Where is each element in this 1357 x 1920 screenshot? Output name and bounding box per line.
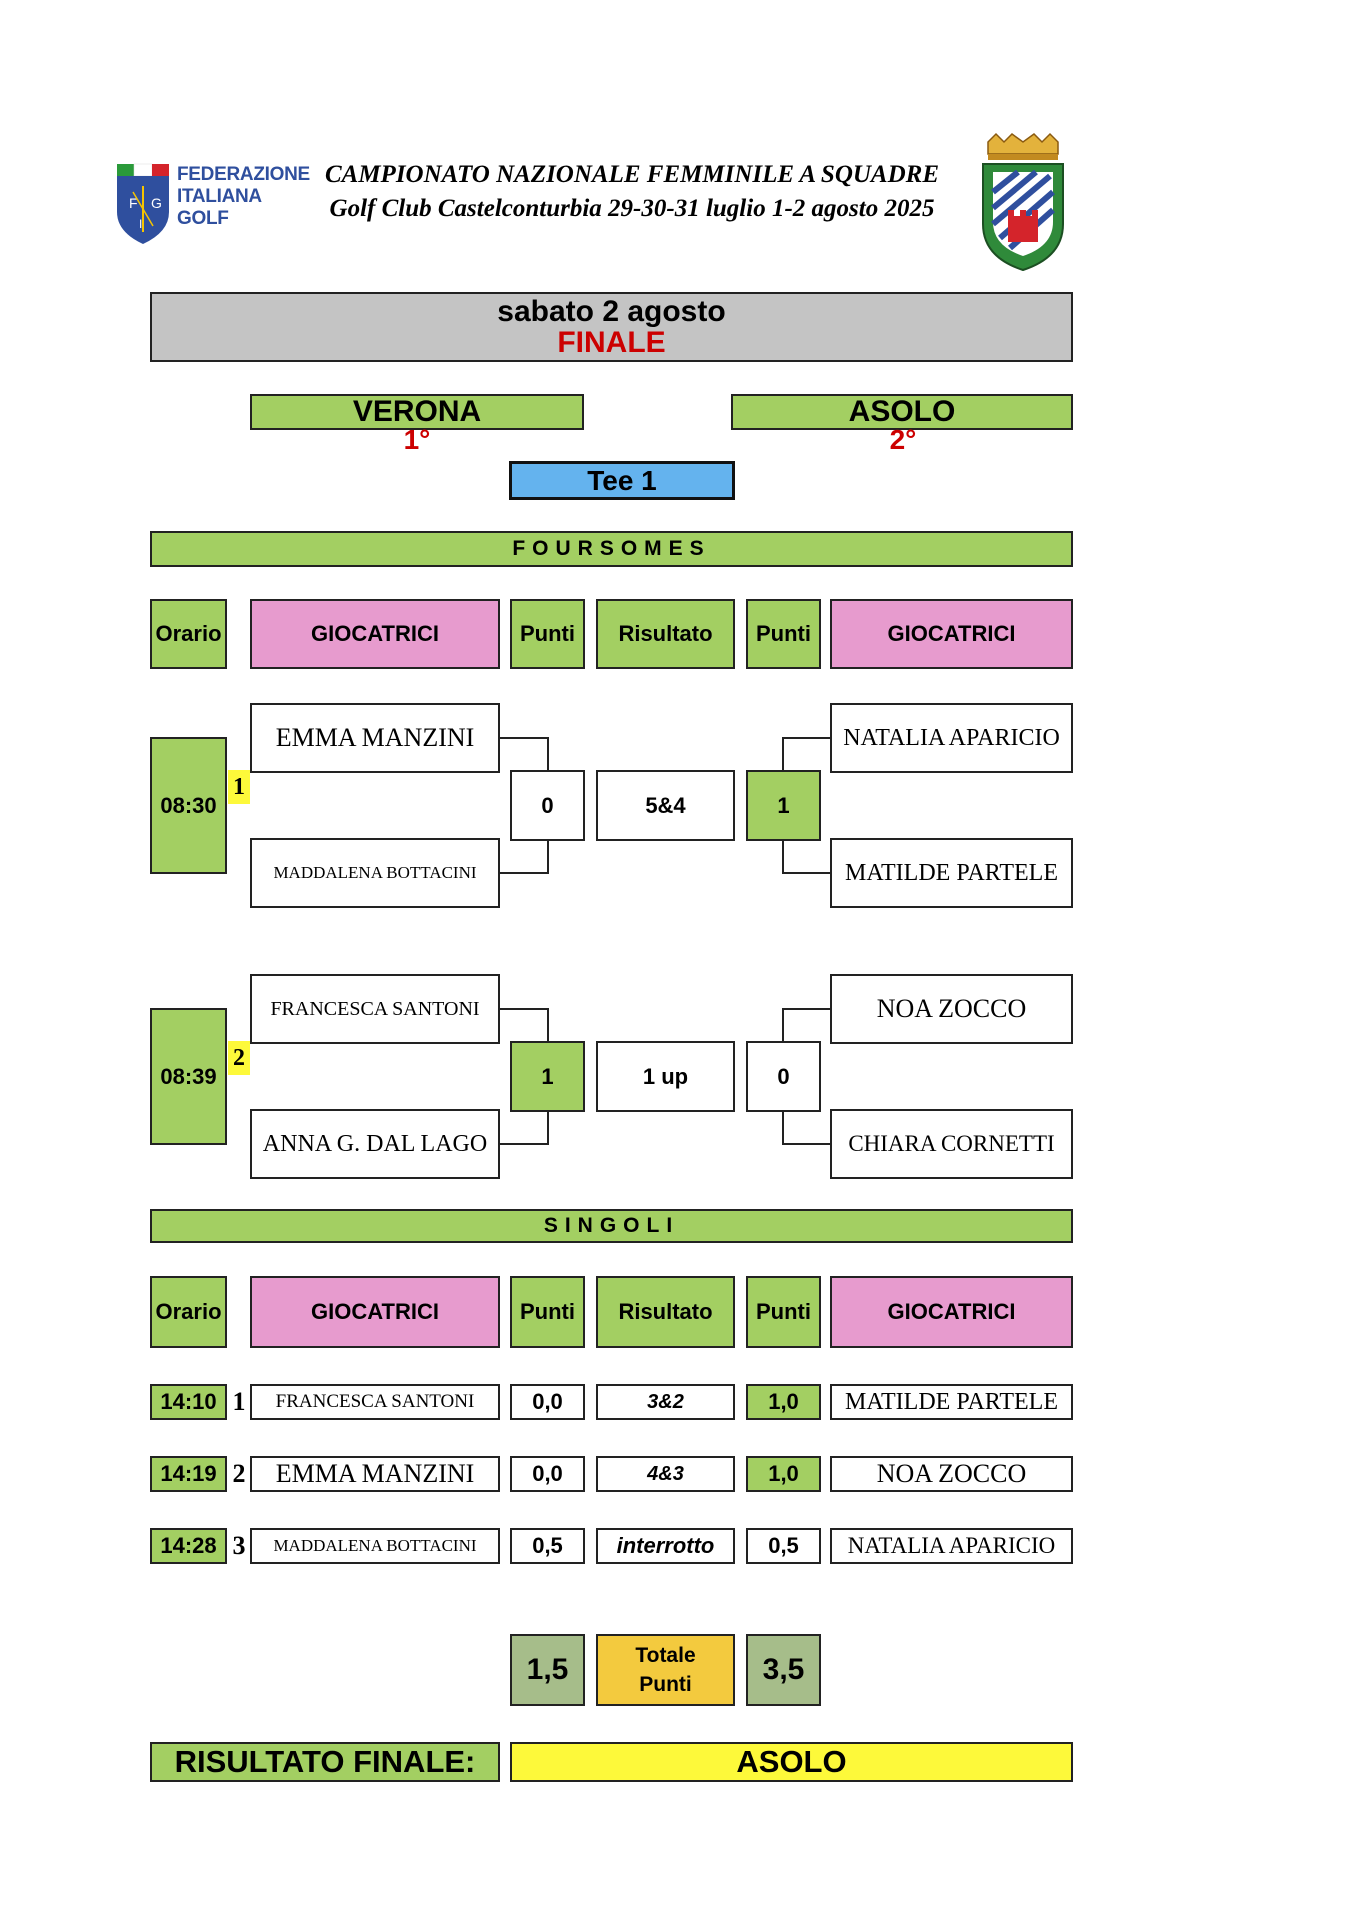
header-players-right: GIOCATRICI bbox=[830, 1276, 1073, 1348]
left-points: 0 bbox=[510, 770, 585, 841]
title-line-2: Golf Club Castelconturbia 29-30-31 lugli… bbox=[329, 195, 935, 222]
connector-left-top bbox=[500, 1008, 549, 1041]
fig-logo-line-1: FEDERAZIONE bbox=[177, 164, 310, 185]
team-left-name: VERONA bbox=[250, 394, 584, 430]
championship-title: CAMPIONATO NAZIONALE FEMMINILE A SQUADRE… bbox=[282, 158, 982, 226]
header-players-right: GIOCATRICI bbox=[830, 599, 1073, 669]
shield-letter-g: G bbox=[151, 195, 162, 211]
left-points: 0,5 bbox=[510, 1528, 585, 1564]
right-player: NATALIA APARICIO bbox=[830, 1528, 1073, 1564]
singles-section-title: SINGOLI bbox=[150, 1209, 1073, 1243]
header-result: Risultato bbox=[596, 599, 735, 669]
header-players-left: GIOCATRICI bbox=[250, 1276, 500, 1348]
fig-logo-line-2: ITALIANA bbox=[177, 186, 262, 207]
match-result: 4&3 bbox=[596, 1456, 735, 1492]
team-right-rank: 2° bbox=[889, 424, 917, 455]
right-points: 0,5 bbox=[746, 1528, 821, 1564]
connector-left-top bbox=[500, 737, 549, 770]
right-player: MATILDE PARTELE bbox=[830, 1384, 1073, 1420]
fig-logo-line-3: GOLF bbox=[177, 208, 229, 229]
left-player-1: EMMA MANZINI bbox=[250, 703, 500, 773]
header-players-left: GIOCATRICI bbox=[250, 599, 500, 669]
match-number: 2 bbox=[232, 1459, 246, 1488]
right-points: 1,0 bbox=[746, 1384, 821, 1420]
header-points-left: Punti bbox=[510, 599, 585, 669]
match-time: 08:39 bbox=[150, 1008, 227, 1145]
left-player: EMMA MANZINI bbox=[250, 1456, 500, 1492]
left-player-2: MADDALENA BOTTACINI bbox=[250, 838, 500, 908]
header-result: Risultato bbox=[596, 1276, 735, 1348]
header-time: Orario bbox=[150, 1276, 227, 1348]
right-player: NOA ZOCCO bbox=[830, 1456, 1073, 1492]
club-crest-icon bbox=[982, 132, 1064, 272]
right-points: 1,0 bbox=[746, 1456, 821, 1492]
final-result-label: RISULTATO FINALE: bbox=[150, 1742, 500, 1782]
connector-right-top bbox=[782, 1008, 830, 1041]
match-number: 2 bbox=[228, 1041, 250, 1075]
shield-letter-f: F bbox=[129, 195, 138, 211]
right-player-2: CHIARA CORNETTI bbox=[830, 1109, 1073, 1179]
connector-left-bottom bbox=[500, 841, 549, 874]
right-player-1: NATALIA APARICIO bbox=[830, 703, 1073, 773]
connector-right-bottom bbox=[782, 841, 830, 874]
foursomes-section-title: FOURSOMES bbox=[150, 531, 1073, 567]
fig-shield-icon: F G I bbox=[117, 163, 169, 244]
match-time: 14:19 bbox=[150, 1456, 227, 1492]
connector-right-top bbox=[782, 737, 830, 770]
stage-label: FINALE bbox=[557, 326, 666, 359]
header-points-left: Punti bbox=[510, 1276, 585, 1348]
connector-right-bottom bbox=[782, 1112, 830, 1145]
match-time: 08:30 bbox=[150, 737, 227, 874]
match-result: interrotto bbox=[596, 1528, 735, 1564]
day-banner: sabato 2 agosto FINALE bbox=[150, 292, 1073, 362]
match-result: 1 up bbox=[596, 1041, 735, 1112]
match-number: 1 bbox=[228, 770, 250, 804]
match-time: 14:10 bbox=[150, 1384, 227, 1420]
left-player-2: ANNA G. DAL LAGO bbox=[250, 1109, 500, 1179]
right-player-1: NOA ZOCCO bbox=[830, 974, 1073, 1044]
right-player-2: MATILDE PARTELE bbox=[830, 838, 1073, 908]
total-label: Totale Punti bbox=[596, 1634, 735, 1706]
total-label-line-1: Totale bbox=[635, 1644, 696, 1667]
right-points: 0 bbox=[746, 1041, 821, 1112]
left-points: 0,0 bbox=[510, 1456, 585, 1492]
team-left-rank: 1° bbox=[403, 424, 431, 455]
right-points: 1 bbox=[746, 770, 821, 841]
match-date: sabato 2 agosto bbox=[497, 295, 726, 328]
club-crest bbox=[978, 132, 1068, 272]
left-player: MADDALENA BOTTACINI bbox=[250, 1528, 500, 1564]
match-number: 1 bbox=[232, 1387, 246, 1416]
team-right-name: ASOLO bbox=[731, 394, 1073, 430]
header-time: Orario bbox=[150, 599, 227, 669]
match-time: 14:28 bbox=[150, 1528, 227, 1564]
total-right: 3,5 bbox=[746, 1634, 821, 1706]
tee-label: Tee 1 bbox=[509, 461, 735, 500]
header-points-right: Punti bbox=[746, 599, 821, 669]
match-result: 5&4 bbox=[596, 770, 735, 841]
total-label-line-2: Punti bbox=[639, 1673, 692, 1696]
left-points: 0,0 bbox=[510, 1384, 585, 1420]
match-number: 3 bbox=[232, 1531, 246, 1560]
total-left: 1,5 bbox=[510, 1634, 585, 1706]
match-result: 3&2 bbox=[596, 1384, 735, 1420]
left-points: 1 bbox=[510, 1041, 585, 1112]
left-player: FRANCESCA SANTONI bbox=[250, 1384, 500, 1420]
final-result-winner: ASOLO bbox=[510, 1742, 1073, 1782]
left-player-1: FRANCESCA SANTONI bbox=[250, 974, 500, 1044]
fig-logo: F G I FEDERAZIONE ITALIANA GOLF bbox=[115, 160, 310, 250]
header-points-right: Punti bbox=[746, 1276, 821, 1348]
connector-left-bottom bbox=[500, 1112, 549, 1145]
title-line-1: CAMPIONATO NAZIONALE FEMMINILE A SQUADRE bbox=[324, 161, 940, 188]
shield-letter-i: I bbox=[139, 217, 142, 231]
